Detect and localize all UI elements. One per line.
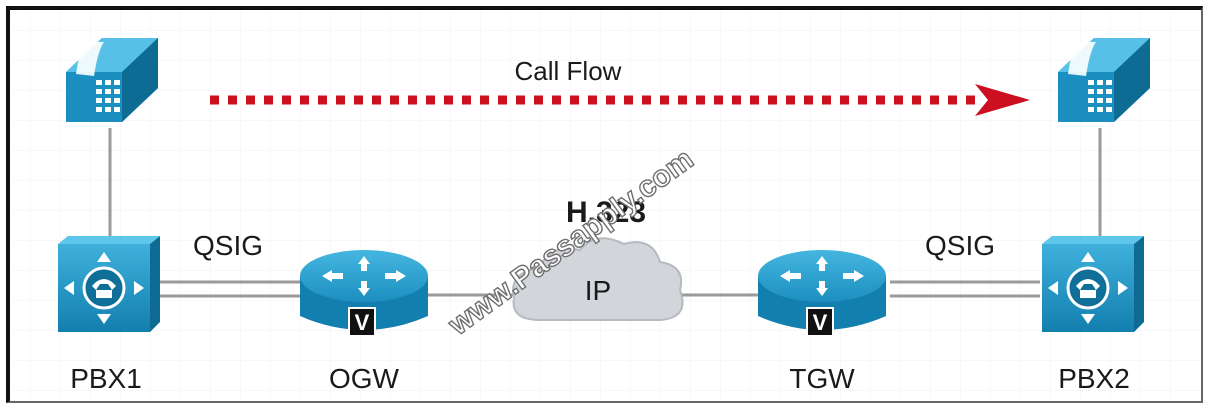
ip-cloud-label: IP — [585, 275, 611, 306]
tgw-label: TGW — [789, 363, 855, 394]
qsig-right-label: QSIG — [925, 230, 995, 261]
arrowhead-icon — [975, 84, 1030, 116]
ogw-label: OGW — [329, 363, 400, 394]
tgw-router-icon: V — [758, 250, 886, 337]
voice-badge-label: V — [813, 310, 828, 335]
voice-badge — [806, 307, 834, 337]
call-flow-arrow — [210, 84, 1030, 116]
ip-cloud-icon — [512, 237, 684, 321]
protocol-label: H.323 — [566, 196, 646, 229]
background-grid — [12, 12, 1200, 400]
qsig-left-label: QSIG — [193, 230, 263, 261]
ogw-router-icon: V — [300, 250, 428, 337]
voice-badge-label: V — [355, 310, 370, 335]
pbx1-label: PBX1 — [70, 363, 142, 394]
pbx2-icon — [1042, 236, 1144, 332]
call-flow-label: Call Flow — [515, 56, 622, 86]
telephone-right-icon — [1058, 38, 1150, 122]
pbx1-icon — [58, 236, 160, 332]
links — [108, 128, 1102, 298]
pbx2-label: PBX2 — [1058, 363, 1130, 394]
voice-badge — [348, 307, 376, 337]
telephone-left-icon — [66, 38, 158, 122]
